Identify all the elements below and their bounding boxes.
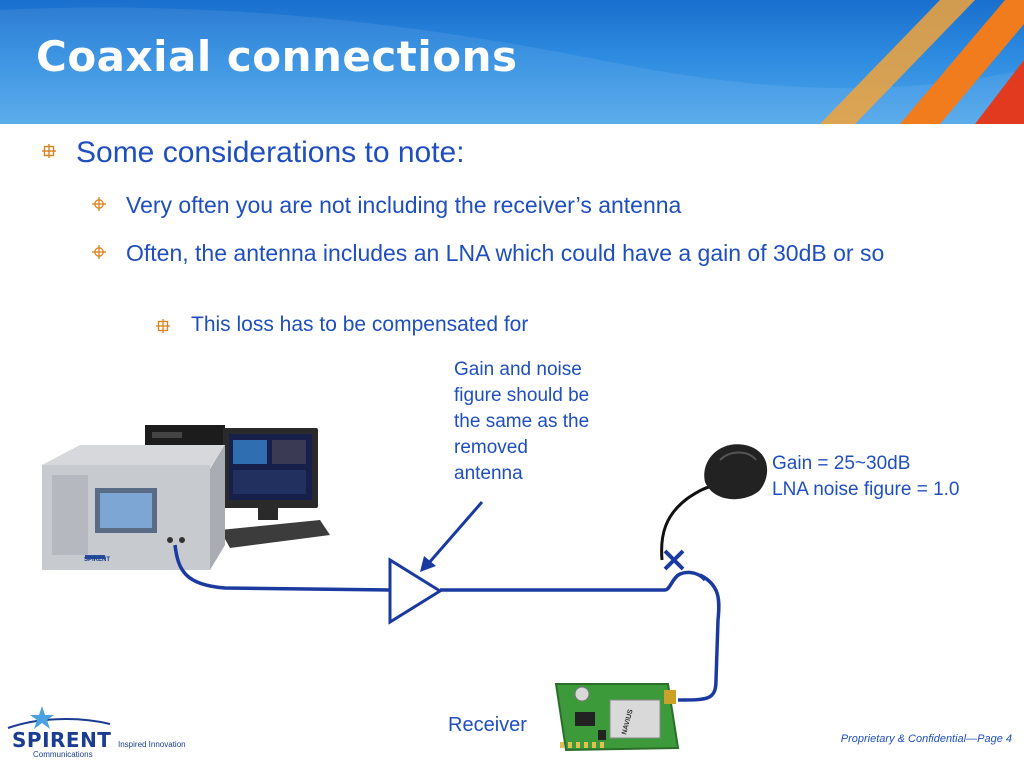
bullet-level2: Often, the antenna includes an LNA which… [92,238,1002,268]
company-logo-subtitle: Communications [33,750,93,759]
bullet-level2: Very often you are not including the rec… [92,190,1002,220]
amplifier-pointer-arrow [426,501,484,565]
disconnect-x-icon [663,549,685,571]
spirent-star-icon [7,706,111,729]
antenna-gain-note: Gain = 25~30dB LNA noise figure = 1.0 [772,453,960,500]
slide-title: Coaxial connections [36,32,518,81]
bullet-circle-cross-icon [92,245,106,259]
coax-cable-in [173,544,391,592]
title-banner: Coaxial connections [0,0,1024,124]
banner-decoration [0,0,1024,124]
bullet-text: Very often you are not including the rec… [126,192,682,218]
coax-cable-out [677,573,721,702]
company-tagline: Inspired Innovation [118,740,186,749]
bullet-text: This loss has to be compensated for [191,313,529,336]
receiver-module: NAVIUS [554,683,680,752]
receiver-label: Receiver [448,714,527,736]
coax-cable-mid [440,570,707,592]
simulator-equipment: SPIRENT [42,425,330,570]
company-logo-text: SPIRENT [12,728,112,752]
rack-brand: SPIRENT [84,557,110,563]
rack-top [42,445,225,470]
bullet-square-cross-icon [156,319,170,333]
page-footer: Proprietary & Confidential—Page 4 [840,733,1012,745]
keyboard [220,520,330,548]
bullet-square-cross-icon [42,144,56,158]
gps-antenna [660,444,768,561]
amplifier-note: Gain and noise figure should be the same… [454,359,590,484]
bullet-text: Often, the antenna includes an LNA which… [126,240,885,266]
amplifier-triangle-icon [388,557,443,625]
bullet-circle-cross-icon [92,197,106,211]
bullet-text: Some considerations to note: [76,136,465,169]
